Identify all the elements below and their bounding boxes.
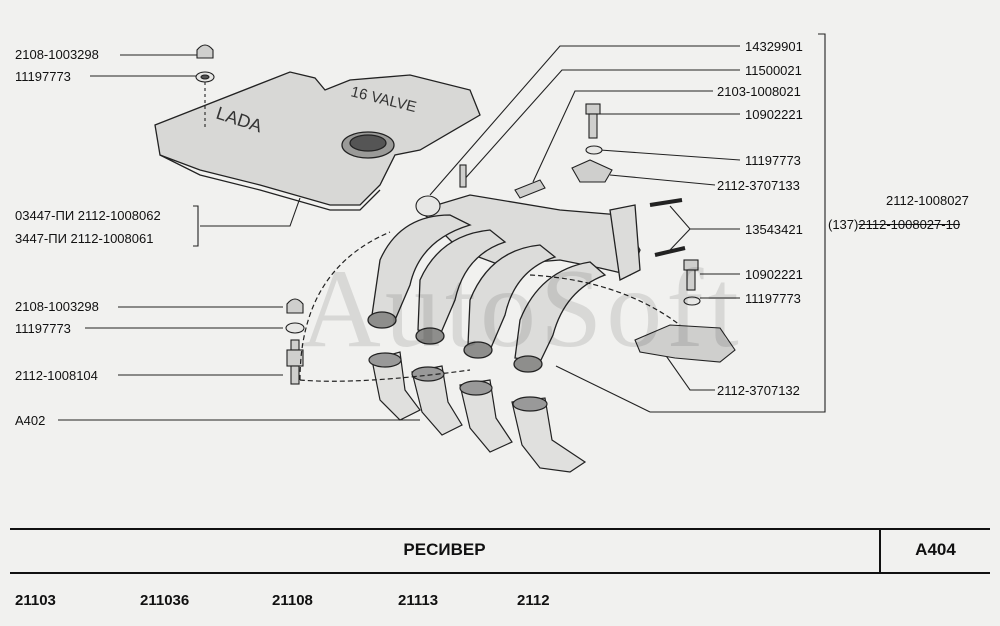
sheet-title-bar: РЕСИВЕР А404: [10, 528, 990, 574]
label-2112-3707132: 2112-3707132: [717, 383, 800, 398]
label-assembly-alt: (137)2112-1008027-10: [828, 217, 960, 232]
label-a402: A402: [15, 413, 46, 428]
title-separator: [879, 530, 881, 572]
label-2112-3707133: 2112-3707133: [717, 178, 800, 193]
sheet-title: РЕСИВЕР: [403, 540, 486, 559]
label-11197773-b: 11197773: [745, 291, 801, 306]
label-cover-b: 3447-ПИ 2112-1008061: [15, 231, 154, 246]
label-cap-nut-top: 2108-1003298: [15, 47, 99, 62]
label-2103-1008021: 2103-1008021: [717, 84, 801, 99]
label-13543421: 13543421: [745, 222, 803, 237]
label-11197773-a: 11197773: [745, 153, 801, 168]
label-assembly-alt-prefix: (137): [828, 217, 859, 232]
model-item: 211036: [140, 592, 190, 609]
label-assembly-main: 2112-1008027: [886, 193, 969, 208]
label-washer-left: 11197773: [15, 321, 71, 336]
label-10902221-b: 10902221: [745, 267, 803, 282]
label-washer-top: 11197773: [15, 69, 71, 84]
model-item: 21108: [272, 592, 313, 609]
label-14329901: 14329901: [745, 39, 803, 54]
model-item: 2112: [517, 592, 550, 609]
label-assembly-alt-code: 2112-1008027-10: [858, 217, 961, 232]
label-cap-nut-left: 2108-1003298: [15, 299, 99, 314]
model-list: 21103 211036 21108 21113 2112: [0, 592, 1000, 614]
label-10902221-a: 10902221: [745, 107, 803, 122]
label-stud-left: 2112-1008104: [15, 368, 98, 383]
label-cover-a: 03447-ПИ 2112-1008062: [15, 208, 161, 223]
model-item: 21113: [398, 592, 439, 609]
sheet-code: А404: [915, 540, 956, 559]
watermark: AutoSoft: [300, 247, 743, 371]
model-item: 21103: [15, 592, 56, 609]
parts-diagram: LADA 16 VALVE: [58, 33, 826, 473]
label-11500021: 11500021: [745, 63, 802, 78]
